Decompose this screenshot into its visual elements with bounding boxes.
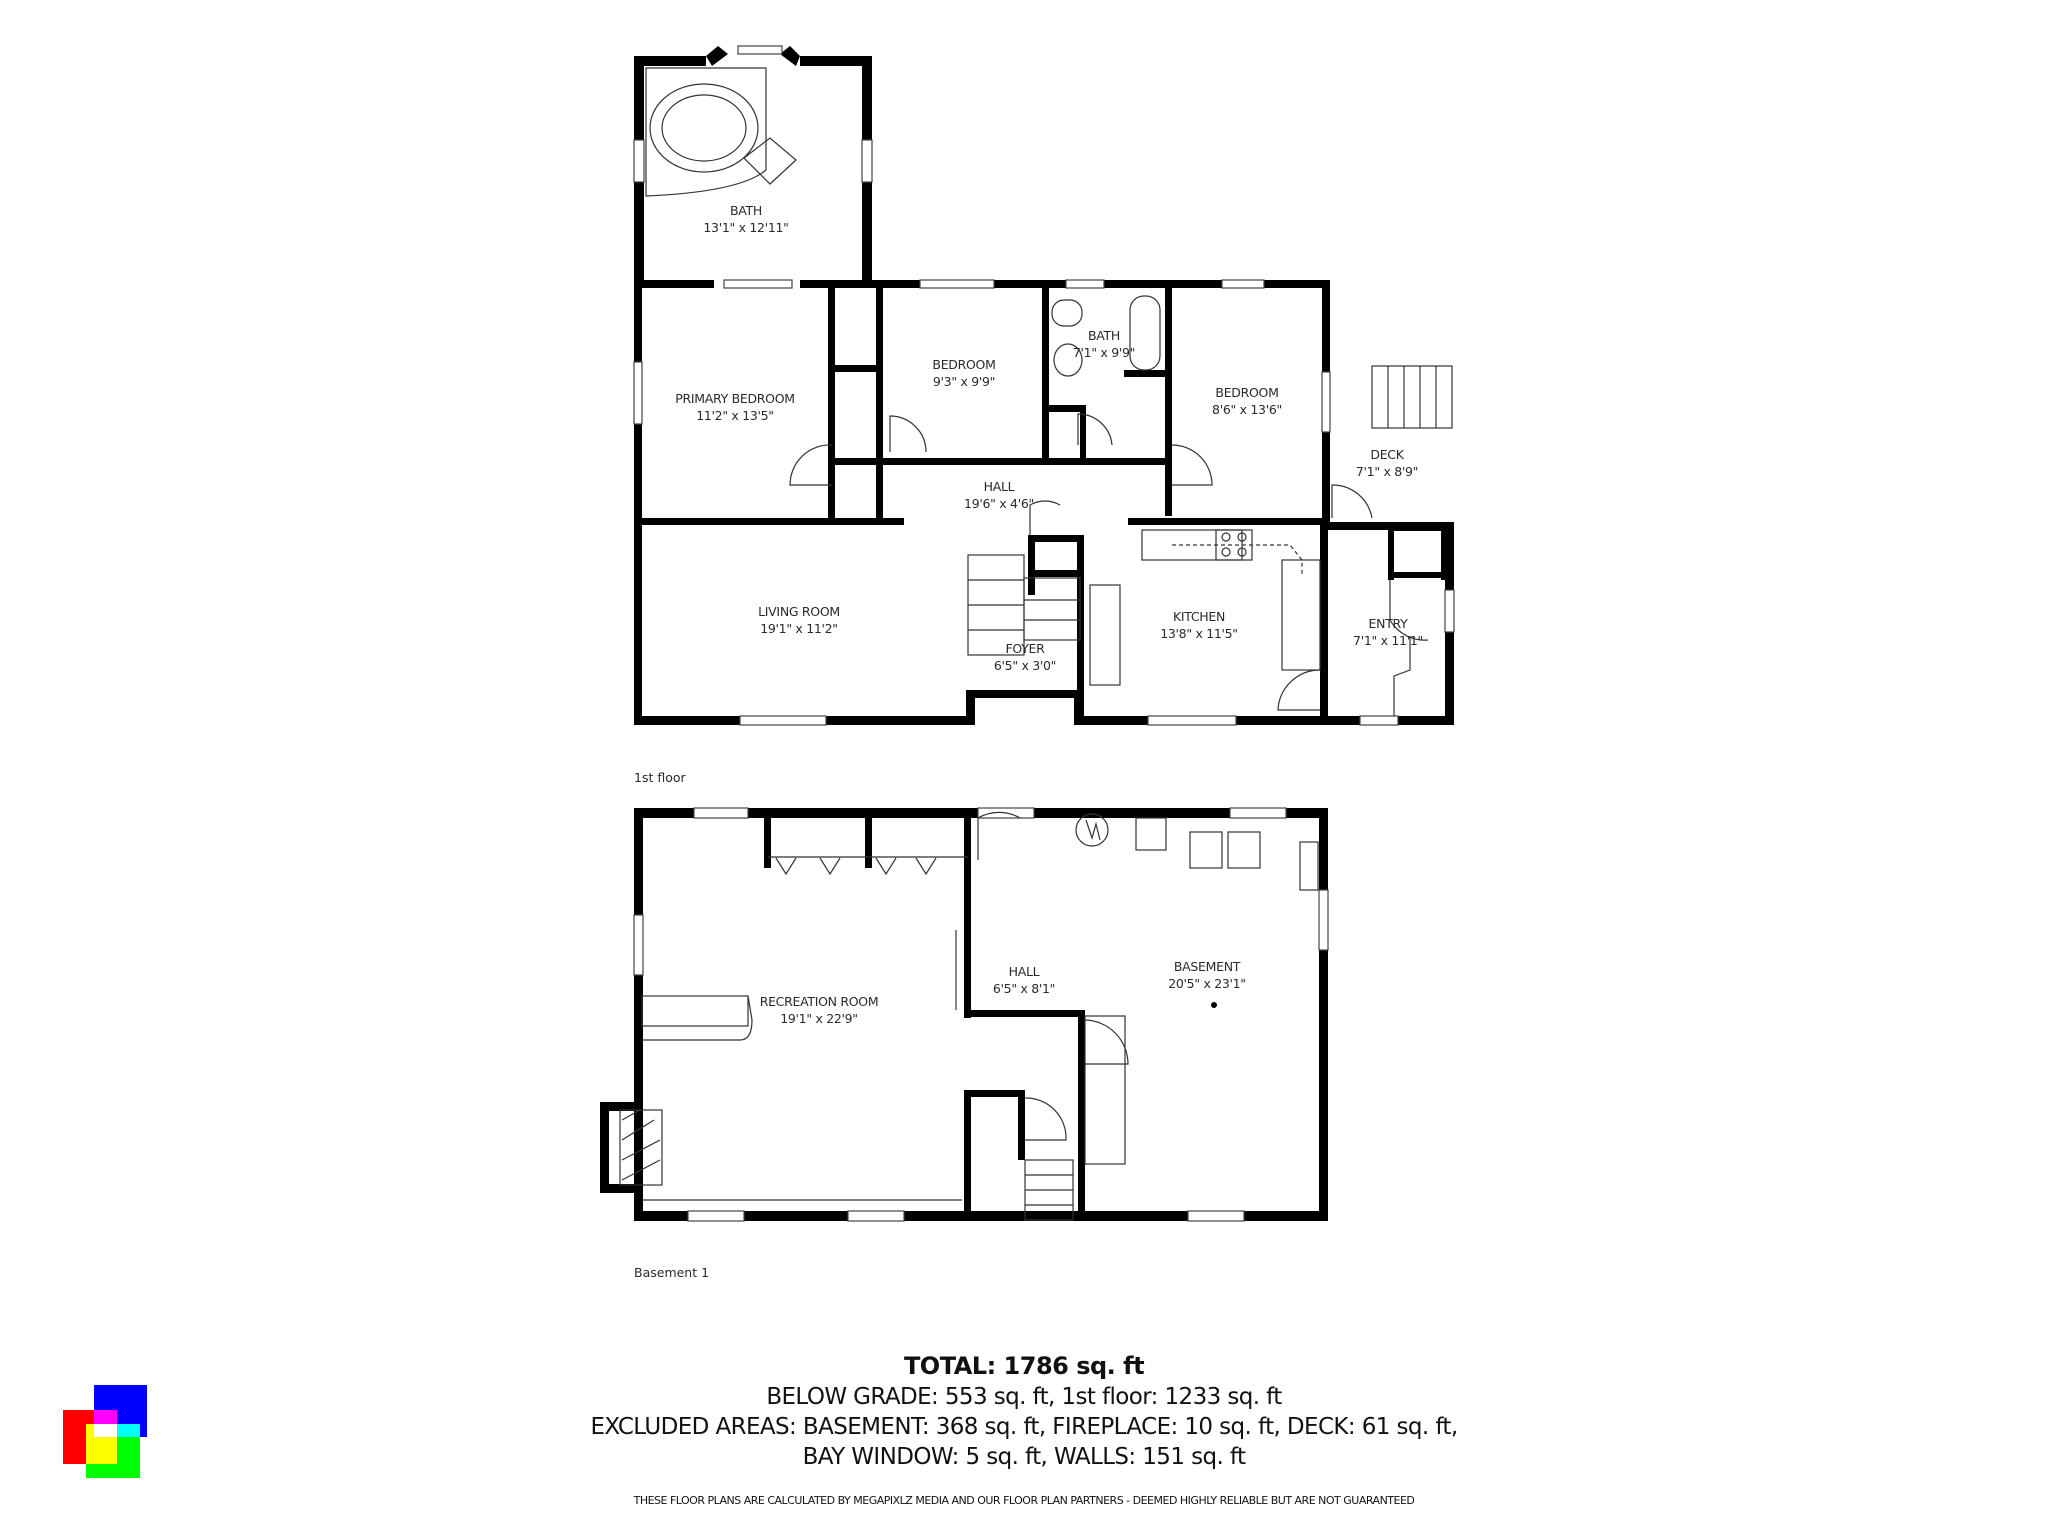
excluded-areas-line-2: BAY WINDOW: 5 sq. ft, WALLS: 151 sq. ft	[802, 1444, 1246, 1470]
basement-point-marker	[1211, 1002, 1217, 1008]
basement-walls	[600, 808, 1328, 1221]
disclaimer: THESE FLOOR PLANS ARE CALCULATED BY MEGA…	[633, 1494, 1415, 1507]
floor-label-basement: Basement 1	[634, 1265, 710, 1280]
basement-fixtures	[619, 811, 1319, 1221]
first-floor-fixtures	[645, 67, 1453, 716]
below-grade-area: BELOW GRADE: 553 sq. ft, 1st floor: 1233…	[766, 1384, 1282, 1410]
floor-label-first: 1st floor	[634, 770, 686, 785]
first-floor-windows	[633, 45, 1455, 726]
total-area: TOTAL: 1786 sq. ft	[903, 1352, 1145, 1380]
excluded-areas-line-1: EXCLUDED AREAS: BASEMENT: 368 sq. ft, FI…	[590, 1414, 1458, 1440]
